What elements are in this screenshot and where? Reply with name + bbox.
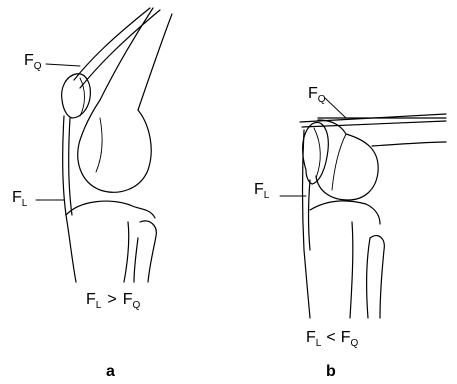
panel-b-femur-bottom	[372, 142, 446, 146]
panel-a-fibula	[140, 221, 156, 282]
panel-a-femur-back	[138, 14, 172, 110]
panel-a-condyle-inner	[96, 118, 102, 172]
panel-b-tibia-back	[350, 222, 353, 318]
panel-b-letter: b	[326, 363, 336, 380]
panel-b-fq-label: FQ	[308, 85, 326, 105]
panel-a-tibia-front	[66, 215, 76, 282]
panel-b-tibia-front	[304, 250, 310, 318]
panel-b-fl-label: FL	[254, 181, 270, 201]
panel-b-femoral-condyle	[316, 120, 378, 200]
panel-a-tibial-plateau	[66, 201, 155, 218]
panel-a-femur-front	[100, 8, 153, 100]
panel-b-patellar-ligament-2	[309, 180, 311, 250]
panel-b-patellar-ligament-1	[303, 130, 305, 250]
panel-b-fibula	[370, 236, 384, 318]
panel-a-quad-tendon-1	[74, 8, 150, 80]
panel-b-relation: FL<FQ	[306, 329, 358, 349]
panel-a-quad-tendon-2	[80, 10, 160, 88]
panel-b-condyle-inner	[332, 134, 346, 190]
panel-b-fibula-inner	[367, 238, 370, 318]
panel-a-drawing	[36, 8, 172, 282]
panel-a-tibia-back	[124, 222, 129, 282]
panel-b-tibial-plateau	[310, 201, 380, 224]
panel-a-fl-label: FL	[12, 189, 28, 209]
panel-a-relation: FL>FQ	[86, 291, 140, 311]
panel-a-fq-leader	[46, 64, 80, 66]
panel-a-letter: a	[106, 363, 115, 380]
panel-a-femoral-condyle	[78, 100, 151, 192]
panel-a-fq-label: FQ	[24, 52, 42, 72]
panel-b-drawing	[280, 98, 446, 318]
panel-b-fq-leader	[325, 98, 346, 118]
panel-a-patellar-ligament-2	[69, 118, 72, 215]
panel-b-patella-facet	[314, 128, 320, 178]
panel-a-fibula-inner	[134, 238, 138, 282]
